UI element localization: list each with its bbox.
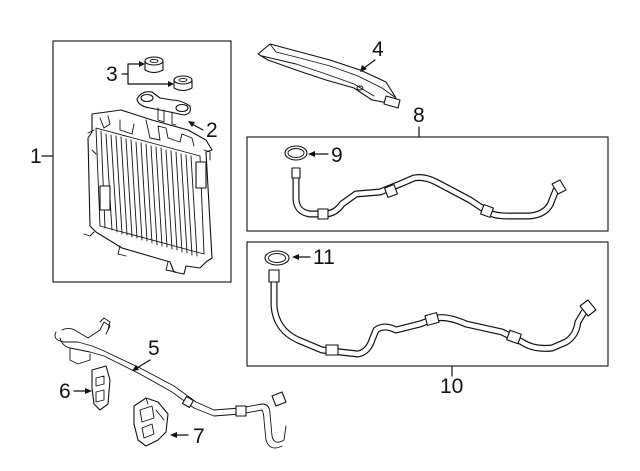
callout-11-label: 11 (313, 246, 335, 269)
hose-line-5 (54, 317, 287, 449)
callout-8: 8 (413, 104, 425, 138)
seal-ring-11 (264, 250, 290, 266)
bracket-7 (133, 397, 169, 447)
mount-bracket (136, 91, 191, 126)
rubber-isolator-upper (144, 56, 164, 74)
callout-2: 2 (188, 119, 218, 142)
callout-7-label: 7 (193, 425, 205, 448)
seal-ring-9 (284, 145, 308, 161)
rubber-isolator-lower (173, 75, 193, 92)
callout-3-label: 3 (106, 63, 118, 86)
cooler-line-lower (268, 269, 597, 358)
radiator (83, 109, 213, 275)
callout-11: 11 (292, 246, 335, 269)
callout-7: 7 (170, 425, 205, 448)
cooler-line-group-frame (246, 136, 609, 232)
callout-1: 1 (30, 145, 54, 168)
cooler-line-upper (291, 167, 567, 220)
callout-1-label: 1 (30, 145, 42, 168)
air-duct (257, 43, 401, 109)
cooler-line-lower-frame (246, 241, 609, 367)
callout-4-label: 4 (372, 38, 384, 61)
callout-8-label: 8 (413, 104, 425, 127)
callout-5-label: 5 (148, 337, 160, 360)
callout-9: 9 (308, 144, 343, 167)
callout-5: 5 (132, 337, 160, 371)
callout-6-label: 6 (59, 380, 71, 403)
bracket-6 (91, 365, 111, 411)
callout-10-label: 10 (440, 375, 463, 398)
callout-4: 4 (360, 38, 384, 72)
callout-9-label: 9 (331, 144, 343, 167)
callout-2-label: 2 (206, 119, 218, 142)
callout-6: 6 (59, 380, 92, 403)
callout-10: 10 (440, 365, 463, 398)
radiator-group-frame (52, 40, 232, 283)
callout-3: 3 (106, 61, 174, 87)
